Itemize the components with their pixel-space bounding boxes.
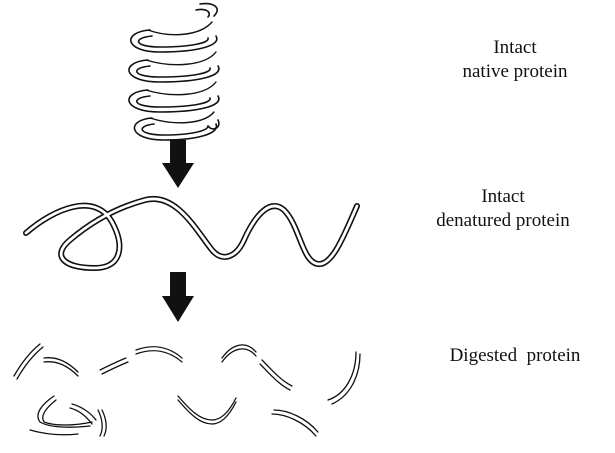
- fragment: [14, 344, 40, 376]
- denatured-protein-label: Intact denatured protein: [394, 185, 612, 233]
- fragment: [30, 430, 78, 435]
- native-protein-helix: [129, 4, 219, 140]
- down-arrow-icon-1: [162, 140, 194, 188]
- denatured-protein-strand: [26, 199, 357, 268]
- fragment: [70, 408, 92, 424]
- fragment: [43, 400, 92, 425]
- digested-label-line-1: Digested protein: [420, 344, 610, 368]
- native-protein-label: Intact native protein: [420, 36, 610, 84]
- down-arrow-icon-2: [162, 272, 194, 322]
- native-label-line-1: Intact: [420, 36, 610, 60]
- fragment: [98, 410, 102, 436]
- fragment: [17, 347, 43, 379]
- fragment: [272, 414, 316, 436]
- fragment: [328, 352, 356, 400]
- denatured-label-line-1: Intact: [394, 185, 612, 209]
- fragment: [260, 364, 290, 390]
- fragment: [44, 362, 78, 376]
- fragment: [102, 362, 128, 374]
- digested-protein-fragments: [14, 344, 360, 436]
- fragment: [72, 404, 96, 420]
- digested-protein-label: Digested protein: [420, 344, 610, 368]
- denatured-label-line-2: denatured protein: [394, 209, 612, 233]
- fragment: [262, 360, 292, 386]
- native-label-line-2: native protein: [420, 60, 610, 84]
- fragment: [222, 349, 256, 362]
